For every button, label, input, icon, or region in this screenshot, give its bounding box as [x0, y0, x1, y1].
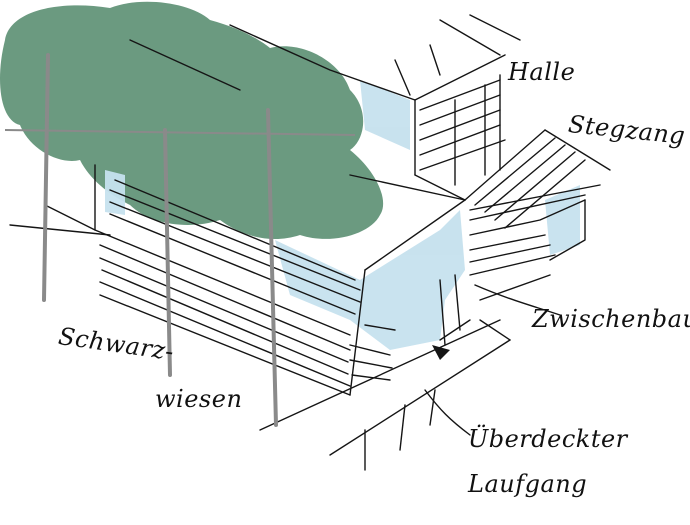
- label-halle: Halle: [508, 58, 576, 86]
- label-laufgang: Laufgang: [468, 470, 588, 498]
- label-wiesen: wiesen: [155, 385, 243, 413]
- horizon-line: [4, 129, 356, 136]
- tree-trunks: [42, 53, 278, 427]
- arrow-marker: [432, 345, 450, 360]
- label-ueberdeckter: Überdeckter: [468, 425, 628, 453]
- tree-canopy: [0, 1, 384, 240]
- building-lines: [9, 14, 611, 471]
- label-zwischenbau: Zwischenbau: [532, 305, 690, 333]
